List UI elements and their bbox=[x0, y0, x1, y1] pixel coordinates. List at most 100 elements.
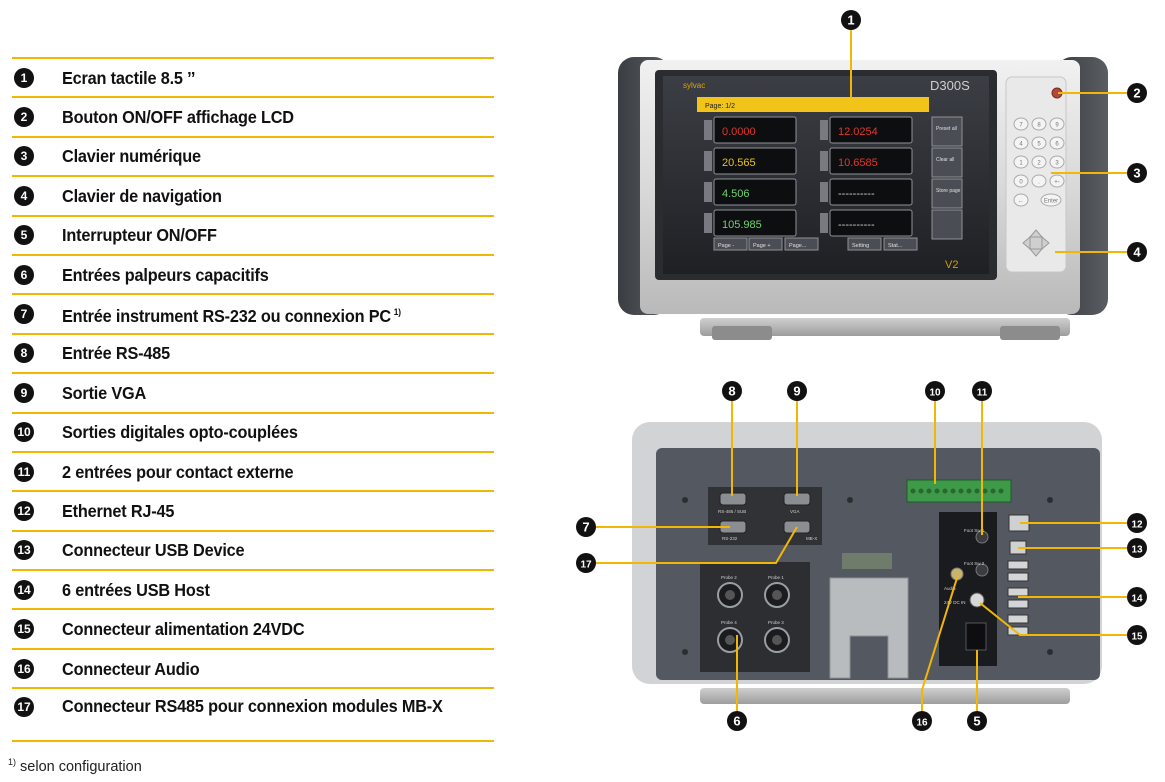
foot-switch-2-jack[interactable] bbox=[975, 563, 989, 577]
reading-cell[interactable] bbox=[829, 116, 913, 144]
terminal-pin bbox=[942, 488, 948, 494]
usb-host-port[interactable] bbox=[1007, 587, 1029, 597]
callout-number: 6 bbox=[733, 714, 740, 729]
keypad-key[interactable] bbox=[1013, 193, 1029, 207]
nav-right-icon[interactable] bbox=[1041, 235, 1050, 251]
power-switch[interactable] bbox=[965, 622, 987, 651]
screen-side-button[interactable] bbox=[931, 147, 963, 178]
terminal-pin bbox=[998, 488, 1004, 494]
keypad-key[interactable] bbox=[1031, 117, 1047, 131]
legend-label-text: Connecteur Audio bbox=[62, 658, 200, 679]
usb-host-port[interactable] bbox=[1007, 560, 1029, 570]
keypad-key[interactable] bbox=[1013, 174, 1029, 188]
keypad-key[interactable] bbox=[1031, 155, 1047, 169]
reading-value: 10.6585 bbox=[838, 157, 878, 169]
legend-row: 13 Connecteur USB Device bbox=[12, 529, 494, 569]
reading-cell[interactable] bbox=[829, 209, 913, 237]
legend-label: Clavier de navigation bbox=[62, 185, 222, 207]
probe-connector-center bbox=[725, 635, 735, 645]
callout-marker bbox=[1127, 242, 1147, 262]
usb-host-port[interactable] bbox=[1007, 599, 1029, 609]
keypad-key[interactable] bbox=[1013, 117, 1029, 131]
legend-number-marker: 11 bbox=[14, 461, 34, 482]
nav-left-icon[interactable] bbox=[1022, 235, 1031, 251]
screen-side-button[interactable] bbox=[931, 209, 963, 240]
jack-label: Foot Sw 2 bbox=[964, 561, 985, 566]
legend-label: Connecteur USB Device bbox=[62, 539, 245, 561]
probe-plate bbox=[700, 562, 810, 672]
terminal-pin bbox=[974, 488, 980, 494]
legend-number-marker: 15 bbox=[14, 619, 34, 640]
keypad-key[interactable] bbox=[1013, 136, 1029, 150]
keypad-key[interactable] bbox=[1049, 117, 1065, 131]
keypad-key-label: ← bbox=[1018, 199, 1024, 205]
jack-label: 24V DC IN bbox=[944, 600, 966, 605]
usb-host-port[interactable] bbox=[1007, 614, 1029, 624]
legend-label-text: 6 entrées USB Host bbox=[62, 579, 210, 600]
legend-label-text: Clavier numérique bbox=[62, 146, 201, 167]
nav-up-icon[interactable] bbox=[1028, 229, 1044, 238]
legend-label: Entrée instrument RS-232 ou connexion PC… bbox=[62, 301, 401, 327]
callout-number: 11 bbox=[977, 388, 988, 399]
terminal-pin bbox=[966, 488, 972, 494]
callout-number: 13 bbox=[1131, 545, 1143, 556]
reading-cell[interactable] bbox=[829, 178, 913, 206]
brand-logo: sylvac bbox=[683, 81, 705, 90]
probe-connector-center bbox=[772, 635, 782, 645]
screen-side-button[interactable] bbox=[931, 116, 963, 147]
screen-bottom-tab[interactable] bbox=[784, 237, 819, 251]
legend-number-marker: 8 bbox=[14, 343, 34, 364]
screen-bottom-tab[interactable] bbox=[847, 237, 882, 251]
legend-label: Ethernet RJ-45 bbox=[62, 500, 174, 522]
front-stand bbox=[700, 318, 1070, 336]
keypad-key-label: 0 bbox=[1019, 180, 1023, 186]
legend-label-text: Ethernet RJ-45 bbox=[62, 500, 175, 521]
keypad-key[interactable] bbox=[1049, 174, 1065, 188]
screen-side-button-label: Preset all bbox=[936, 126, 957, 132]
callout-number: 12 bbox=[1131, 520, 1143, 531]
reading-cell[interactable] bbox=[713, 116, 797, 144]
reading-cell[interactable] bbox=[713, 209, 797, 237]
screen-bottom-tab[interactable] bbox=[713, 237, 748, 251]
nav-down-icon[interactable] bbox=[1028, 248, 1044, 257]
reading-cell[interactable] bbox=[829, 147, 913, 175]
usb-host-port[interactable] bbox=[1007, 626, 1029, 636]
keypad-key[interactable] bbox=[1049, 136, 1065, 150]
keypad-key[interactable] bbox=[1013, 155, 1029, 169]
keypad-key[interactable] bbox=[1031, 174, 1047, 188]
legend-label: 6 entrées USB Host bbox=[62, 579, 210, 601]
usb-host-port[interactable] bbox=[1007, 572, 1029, 582]
legend-label: Entrée RS-485 bbox=[62, 342, 170, 364]
reading-cell-tab bbox=[820, 120, 828, 140]
legend-label: Sorties digitales opto-couplées bbox=[62, 421, 298, 443]
keypad-key[interactable] bbox=[1031, 136, 1047, 150]
legend-number-marker: 7 bbox=[14, 304, 34, 325]
reading-cell[interactable] bbox=[713, 147, 797, 175]
screen-bottom-tab[interactable] bbox=[748, 237, 783, 251]
keypad-key[interactable] bbox=[1049, 155, 1065, 169]
legend-label-text: Entrée RS-485 bbox=[62, 343, 170, 364]
reading-value: 105.985 bbox=[722, 219, 762, 231]
callout-marker bbox=[1127, 625, 1147, 645]
legend-number-marker: 13 bbox=[14, 540, 34, 561]
callout-number: 1 bbox=[847, 13, 854, 28]
legend-label: Clavier numérique bbox=[62, 145, 201, 167]
legend-number-marker: 14 bbox=[14, 579, 34, 600]
legend-label: Connecteur Audio bbox=[62, 658, 200, 680]
reading-cell[interactable] bbox=[713, 178, 797, 206]
keypad-key[interactable] bbox=[1040, 193, 1062, 207]
legend-label: Bouton ON/OFF affichage LCD bbox=[62, 106, 294, 128]
screen-side-button[interactable] bbox=[931, 178, 963, 209]
screen-side-button-label: Clear all bbox=[936, 157, 954, 163]
legend-number-marker: 9 bbox=[14, 382, 34, 403]
keypad-key-label: . bbox=[1038, 180, 1040, 186]
reading-value: 20.565 bbox=[722, 157, 756, 169]
port-label: MB-X bbox=[806, 536, 817, 541]
keypad-key-label: Enter bbox=[1044, 199, 1058, 205]
screen-bottom-tab[interactable] bbox=[883, 237, 918, 251]
